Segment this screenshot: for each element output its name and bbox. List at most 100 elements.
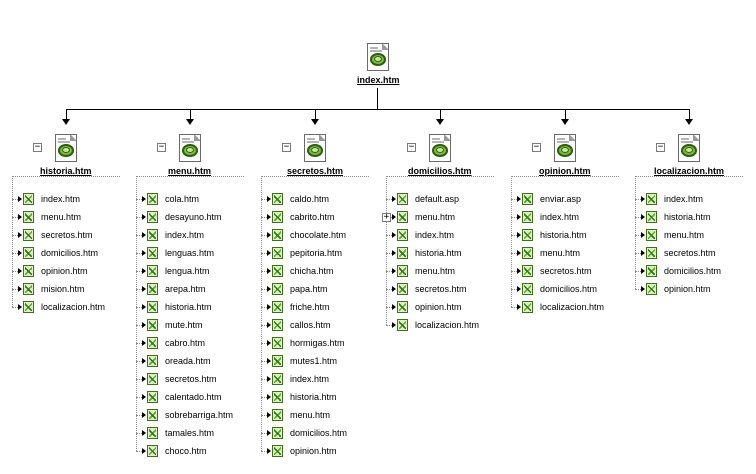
- htm-file-icon[interactable]: [646, 247, 657, 259]
- collapse-toggle-icon[interactable]: −: [656, 142, 665, 152]
- htm-file-icon[interactable]: [147, 283, 158, 295]
- link-item-label[interactable]: secretos.htm: [41, 230, 93, 240]
- htm-file-icon[interactable]: [147, 409, 158, 421]
- htm-file-icon[interactable]: [397, 301, 408, 313]
- link-item-label[interactable]: localizacion.htm: [415, 320, 480, 330]
- htm-file-icon[interactable]: [272, 229, 283, 241]
- htm-file-icon[interactable]: [522, 211, 533, 223]
- link-item-label[interactable]: pepitoria.htm: [290, 248, 343, 258]
- htm-file-icon[interactable]: [23, 193, 34, 205]
- link-item-label[interactable]: menu.htm: [415, 212, 456, 222]
- column-page-icon[interactable]: [429, 134, 451, 162]
- link-item-label[interactable]: chicha.htm: [290, 266, 334, 276]
- collapse-toggle-icon[interactable]: −: [532, 142, 541, 152]
- link-item-label[interactable]: opinion.htm: [290, 446, 337, 456]
- htm-file-icon[interactable]: [147, 211, 158, 223]
- htm-file-icon[interactable]: [147, 391, 158, 403]
- htm-file-icon[interactable]: [147, 337, 158, 349]
- link-item-label[interactable]: papa.htm: [290, 284, 328, 294]
- link-item-label[interactable]: index.htm: [165, 230, 205, 240]
- column-page-label[interactable]: historia.htm: [40, 166, 92, 176]
- htm-file-icon[interactable]: [23, 247, 34, 259]
- htm-file-icon[interactable]: [272, 319, 283, 331]
- link-item-label[interactable]: index.htm: [290, 374, 330, 384]
- htm-file-icon[interactable]: [147, 247, 158, 259]
- htm-file-icon[interactable]: [397, 229, 408, 241]
- column-page-icon[interactable]: [678, 134, 700, 162]
- link-item-label[interactable]: secretos.htm: [415, 284, 467, 294]
- column-page-label[interactable]: opinion.htm: [539, 166, 591, 176]
- link-item-label[interactable]: cola.htm: [165, 194, 200, 204]
- link-item-label[interactable]: cabrito.htm: [290, 212, 335, 222]
- htm-file-icon[interactable]: [272, 391, 283, 403]
- column-page-icon[interactable]: [179, 134, 201, 162]
- column-page-icon[interactable]: [304, 134, 326, 162]
- collapse-toggle-icon[interactable]: −: [157, 142, 166, 152]
- link-item-label[interactable]: secretos.htm: [540, 266, 592, 276]
- link-item-label[interactable]: sobrebarriga.htm: [165, 410, 234, 420]
- htm-file-icon[interactable]: [147, 229, 158, 241]
- column-page-label[interactable]: menu.htm: [168, 166, 212, 176]
- link-item-label[interactable]: domicilios.htm: [290, 428, 348, 438]
- link-item-label[interactable]: historia.htm: [415, 248, 462, 258]
- htm-file-icon[interactable]: [23, 229, 34, 241]
- htm-file-icon[interactable]: [272, 211, 283, 223]
- link-item-label[interactable]: historia.htm: [165, 302, 212, 312]
- root-page-label[interactable]: index.htm: [357, 75, 400, 85]
- htm-file-icon[interactable]: [646, 193, 657, 205]
- column-page-label[interactable]: domicilios.htm: [408, 166, 472, 176]
- link-item-label[interactable]: index.htm: [664, 194, 704, 204]
- column-page-label[interactable]: localizacion.htm: [654, 166, 725, 176]
- link-item-label[interactable]: mute.htm: [165, 320, 203, 330]
- link-item-label[interactable]: hormigas.htm: [290, 338, 345, 348]
- htm-file-icon[interactable]: [272, 355, 283, 367]
- htm-file-icon[interactable]: [272, 409, 283, 421]
- htm-file-icon[interactable]: [272, 283, 283, 295]
- collapse-toggle-icon[interactable]: −: [282, 142, 291, 152]
- htm-file-icon[interactable]: [23, 301, 34, 313]
- htm-file-icon[interactable]: [147, 319, 158, 331]
- link-item-label[interactable]: opinion.htm: [41, 266, 88, 276]
- htm-file-icon[interactable]: [522, 193, 533, 205]
- link-item-label[interactable]: domicilios.htm: [540, 284, 598, 294]
- htm-file-icon[interactable]: [272, 265, 283, 277]
- expand-toggle-icon[interactable]: +: [382, 212, 391, 222]
- htm-file-icon[interactable]: [272, 373, 283, 385]
- root-page-icon[interactable]: [367, 43, 389, 71]
- link-item-label[interactable]: menu.htm: [540, 248, 581, 258]
- htm-file-icon[interactable]: [272, 193, 283, 205]
- link-item-label[interactable]: menu.htm: [290, 410, 331, 420]
- htm-file-icon[interactable]: [23, 283, 34, 295]
- link-item-label[interactable]: secretos.htm: [165, 374, 217, 384]
- htm-file-icon[interactable]: [147, 355, 158, 367]
- htm-file-icon[interactable]: [397, 265, 408, 277]
- link-item-label[interactable]: historia.htm: [664, 212, 711, 222]
- htm-file-icon[interactable]: [272, 301, 283, 313]
- column-page-icon[interactable]: [55, 134, 77, 162]
- collapse-toggle-icon[interactable]: −: [407, 142, 416, 152]
- link-item-label[interactable]: opinion.htm: [664, 284, 711, 294]
- link-item-label[interactable]: lenguas.htm: [165, 248, 215, 258]
- htm-file-icon[interactable]: [272, 445, 283, 457]
- link-item-label[interactable]: oreada.htm: [165, 356, 211, 366]
- link-item-label[interactable]: callos.htm: [290, 320, 331, 330]
- link-item-label[interactable]: mision.htm: [41, 284, 85, 294]
- htm-file-icon[interactable]: [147, 193, 158, 205]
- link-item-label[interactable]: index.htm: [41, 194, 81, 204]
- htm-file-icon[interactable]: [397, 247, 408, 259]
- link-item-label[interactable]: tamales.htm: [165, 428, 215, 438]
- link-item-label[interactable]: arepa.htm: [165, 284, 206, 294]
- link-item-label[interactable]: historia.htm: [540, 230, 587, 240]
- collapse-toggle-icon[interactable]: −: [33, 142, 42, 152]
- link-item-label[interactable]: localizacion.htm: [540, 302, 605, 312]
- htm-file-icon[interactable]: [522, 265, 533, 277]
- htm-file-icon[interactable]: [646, 229, 657, 241]
- link-item-label[interactable]: cabro.htm: [165, 338, 206, 348]
- link-item-label[interactable]: historia.htm: [290, 392, 337, 402]
- htm-file-icon[interactable]: [522, 229, 533, 241]
- link-item-label[interactable]: choco.htm: [165, 446, 207, 456]
- column-page-icon[interactable]: [554, 134, 576, 162]
- link-item-label[interactable]: desayuno.htm: [165, 212, 222, 222]
- htm-file-icon[interactable]: [147, 373, 158, 385]
- htm-file-icon[interactable]: [272, 337, 283, 349]
